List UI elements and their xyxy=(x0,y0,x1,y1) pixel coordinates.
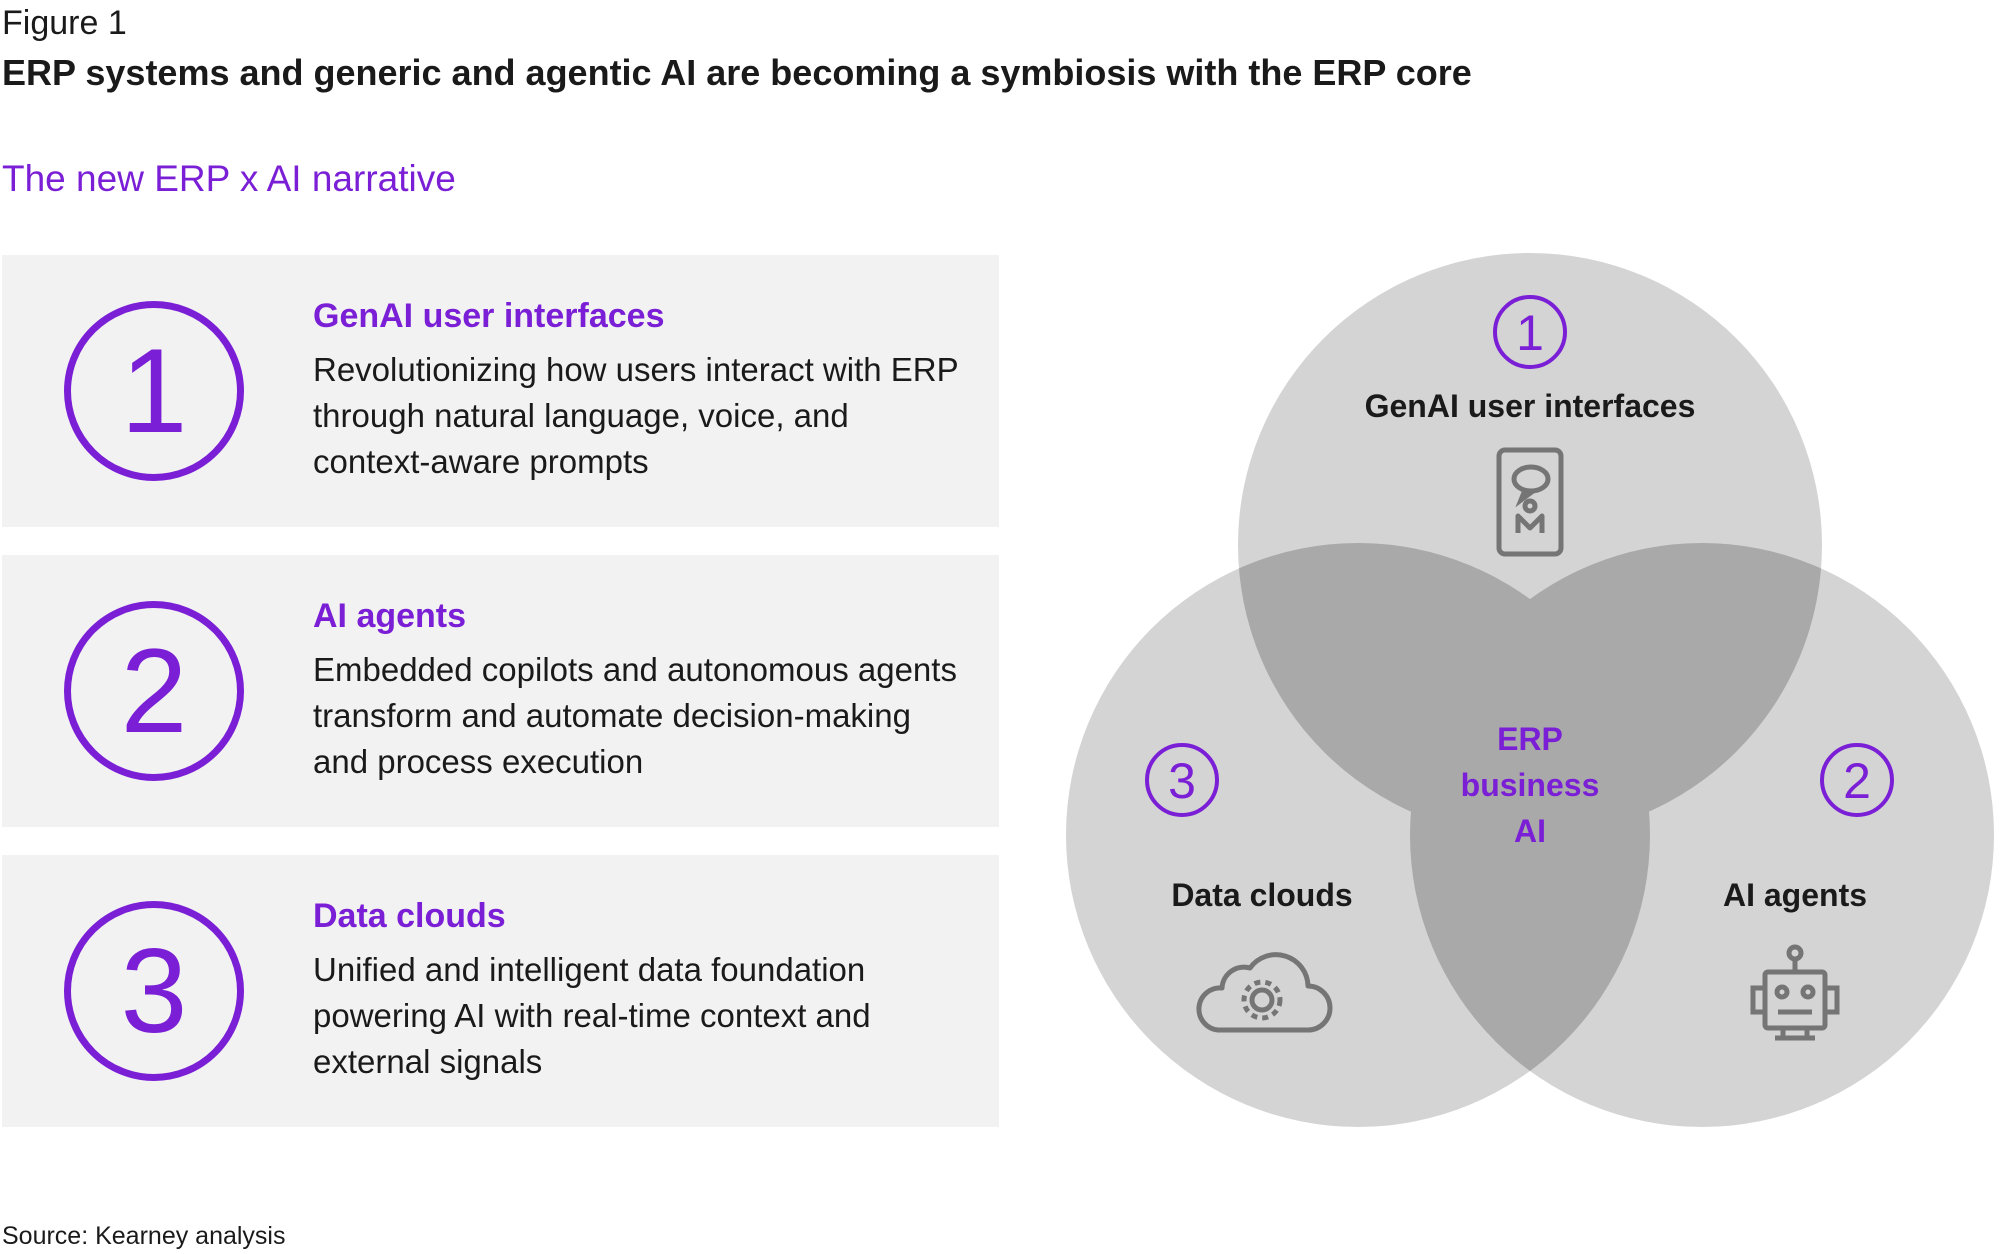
figure-label: Figure 1 xyxy=(2,4,127,42)
card-heading: GenAI user interfaces xyxy=(313,297,665,335)
overlap-left-right xyxy=(1410,543,1650,1127)
cloud-gear-icon xyxy=(1196,952,1333,1033)
venn-label-ai-agents: AI agents xyxy=(1723,877,1867,913)
card-ai-agents: 2 AI agents Embedded copilots and autono… xyxy=(2,555,999,827)
robot-icon xyxy=(1750,944,1840,1041)
figure-title: ERP systems and generic and agentic AI a… xyxy=(2,52,1472,93)
card-description: Embedded copilots and autonomous agents … xyxy=(313,651,957,780)
venn-number-badge-3 xyxy=(1145,743,1219,817)
venn-label-data-clouds: Data clouds xyxy=(1171,877,1352,913)
number-badge: 1 xyxy=(64,301,244,481)
source-note: Source: Kearney analysis xyxy=(2,1222,286,1250)
venn-number-2: 2 xyxy=(1843,753,1871,809)
venn-circles xyxy=(1066,253,1994,1127)
diagram-subtitle: The new ERP x AI narrative xyxy=(2,158,456,199)
center-label-line1: ERP xyxy=(1497,721,1563,757)
venn-label-genai: GenAI user interfaces xyxy=(1365,388,1696,424)
card-data-clouds: 3 Data clouds Unified and intelligent da… xyxy=(2,855,999,1127)
card-heading: Data clouds xyxy=(313,897,506,935)
card-description: Unified and intelligent data foundation … xyxy=(313,951,871,1080)
card-heading: AI agents xyxy=(313,597,467,635)
center-label-line3: AI xyxy=(1514,813,1546,849)
number-badge: 2 xyxy=(64,601,244,781)
venn-number-3: 3 xyxy=(1168,753,1196,809)
card-genai-user-interfaces: 1 GenAI user interfaces Revolutionizing … xyxy=(2,255,999,527)
venn-number-badge-1 xyxy=(1493,295,1567,369)
venn-diagram: 1 GenAI user interfaces 3 Data clouds 2 … xyxy=(1066,253,1994,1127)
venn-number-badge-2 xyxy=(1820,743,1894,817)
mobile-chat-icon xyxy=(1496,447,1564,557)
venn-number-1: 1 xyxy=(1516,305,1544,361)
center-label-line2: business xyxy=(1461,767,1600,803)
card-description: Revolutionizing how users interact with … xyxy=(313,351,959,480)
number-badge: 3 xyxy=(64,901,244,1081)
